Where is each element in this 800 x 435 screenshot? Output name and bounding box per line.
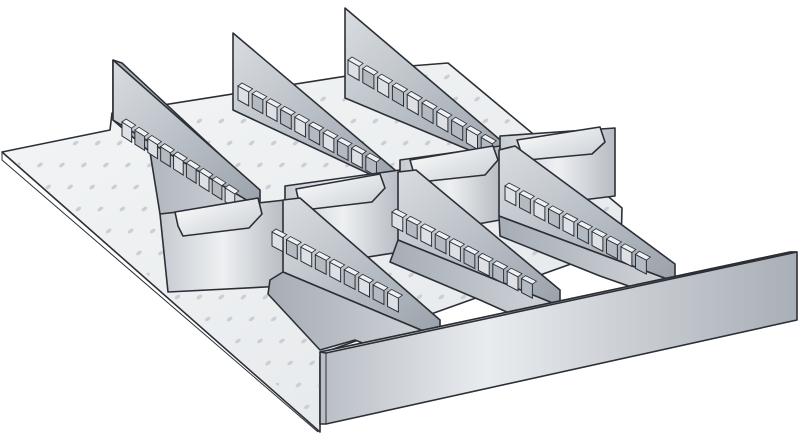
slot-block-top [576,220,594,231]
slot-block-top [350,144,367,155]
slot-block-top [448,238,466,248]
slot-block-top [465,125,483,136]
slot-block-top [121,118,137,129]
slot-strip-front-2 [391,208,538,299]
slot-block-top [343,266,360,276]
slot-block-top [224,184,240,195]
slot-block-top [463,245,480,256]
front-panel [319,251,798,425]
slot-block-top [336,137,353,147]
slot-block-top [347,56,364,67]
slot-block-top [147,134,163,146]
slot-block-top [322,129,339,140]
slot-block-top [480,133,498,145]
slot-block-top [477,252,494,263]
slot-block-top [436,108,453,119]
slot-block-top [434,230,451,241]
slot-block-top [634,250,652,261]
slot-block-top [605,235,623,246]
slot-block-top [300,243,317,254]
slot-block-top [405,215,422,226]
slot-block-top [357,273,375,284]
slot-block-top [185,159,201,170]
slot-strip-front-1 [271,228,404,313]
slot-block-top [251,90,268,101]
slot-strip-middle [237,82,382,177]
slot-block-top [271,228,288,239]
slot-block-top [237,82,254,93]
slot-block-top [294,113,311,124]
slot-block-top [376,73,394,85]
slot-block-top [620,243,637,253]
slot-block-top [391,82,409,93]
slot-strip-right [347,56,498,159]
slot-block-top [198,167,214,178]
slot-block-top [406,90,424,102]
slot-block-top [591,228,608,238]
slot-block-top [520,275,538,285]
slot-block-top [362,65,379,76]
slot-block-top [533,197,550,208]
slot-block-top [285,236,303,246]
slot-block-top [450,116,468,128]
slot-block-top [279,105,296,116]
slot-block-top [506,267,523,278]
slot-block-top [562,212,579,223]
slot-block-top [421,99,438,110]
slot-block-top [159,143,176,154]
slot-block-top [420,223,437,233]
slot-block-top [329,258,346,269]
slot-strip-front-3 [504,182,652,275]
cross-divider-1 [159,197,286,293]
slot-block-top [492,260,509,270]
slot-block-top [547,205,565,215]
slot-block-top [391,208,408,219]
slot-block-top [314,251,331,261]
divider-blade-front-2 [389,169,561,319]
slot-block-top [172,151,188,162]
slot-block-top [134,126,150,137]
slot-block-top [504,182,521,193]
slot-block-top [265,98,282,108]
slot-block-top [518,190,536,200]
slot-block-top [308,121,325,132]
slot-block-top [386,288,404,299]
slot-block-top [211,176,227,187]
slot-block-top [365,152,382,163]
slot-block-top [372,281,389,292]
